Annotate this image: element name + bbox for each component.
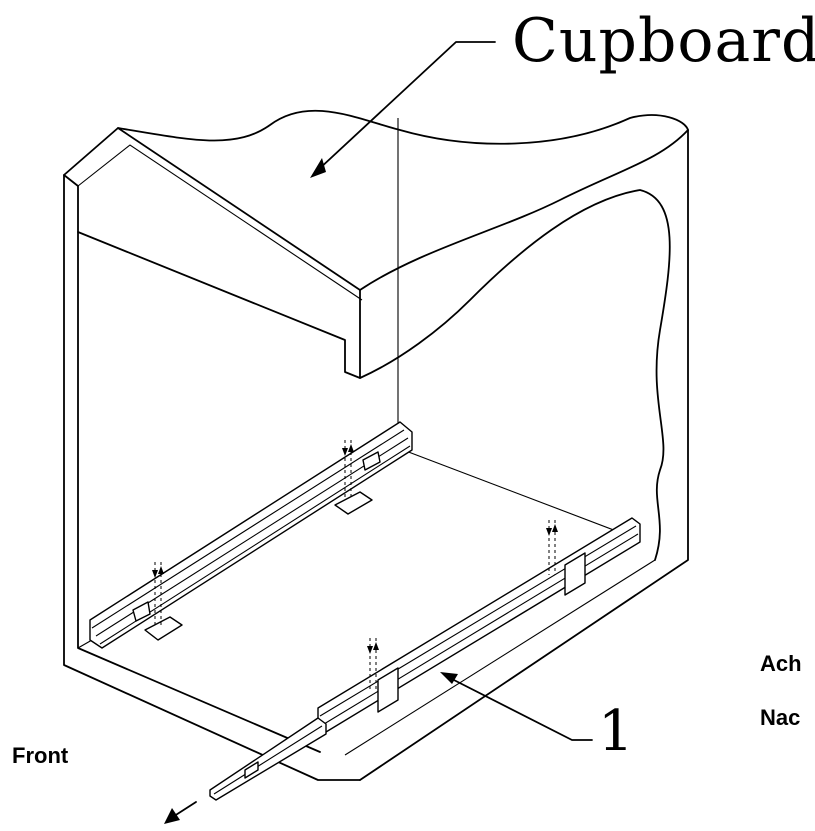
left-rail-body <box>89 421 413 649</box>
screw-arrows-rear-right <box>546 524 558 536</box>
cupboard-floor-back-edge <box>397 447 641 541</box>
cupboard-left-wall-outline <box>63 174 361 781</box>
screw-markers <box>152 440 558 690</box>
cupboard-floor-inner-edge <box>344 559 656 756</box>
cupboard-cutaway-side <box>359 189 671 561</box>
cropped-text-line-1: Ach <box>760 651 802 676</box>
cropped-text-line-2: Nac <box>760 705 801 730</box>
cupboard-top-inner-edge <box>77 144 363 301</box>
front-label: Front <box>12 743 69 768</box>
part-1-leader-arrowhead <box>440 672 458 684</box>
screw-arrows-front-right <box>367 642 379 654</box>
left-rail-front-bracket <box>144 616 183 641</box>
right-slide-rail <box>209 517 641 801</box>
left-rail-front-clip <box>132 601 151 622</box>
cupboard-right-wall <box>359 129 689 781</box>
cupboard-top-right-edge <box>359 129 689 291</box>
left-rail-clip <box>362 451 381 471</box>
cupboard-leader-line <box>317 41 496 171</box>
part-number-label: 1 <box>598 699 634 764</box>
front-arrow-head <box>164 808 180 824</box>
cupboard-top-panel <box>63 127 361 379</box>
left-rail-groove-3 <box>99 445 411 645</box>
right-rail-extension-groove <box>213 725 323 795</box>
right-rail-front-bracket <box>377 667 399 713</box>
cupboard-cutaway-top <box>117 109 689 145</box>
left-slide-rail <box>89 421 413 649</box>
right-rail-extension <box>209 717 327 801</box>
left-rail-groove-1 <box>91 429 405 629</box>
screw-arrows-rear-left <box>342 444 354 456</box>
cupboard-label: Cupboard <box>512 6 815 76</box>
cupboard-inner-left-edge <box>77 231 321 753</box>
part-1-leader-line <box>449 677 593 741</box>
cupboard-body <box>63 109 689 781</box>
right-rail-groove-2 <box>323 533 639 725</box>
screw-arrows-front-left <box>152 566 164 578</box>
cupboard-floor-corner <box>77 639 93 649</box>
right-rail-groove-1 <box>319 525 637 717</box>
right-rail-rear-bracket <box>564 552 586 596</box>
right-rail-clip <box>244 761 259 779</box>
cupboard-leader-arrowhead <box>310 158 326 178</box>
left-rail-rear-bracket <box>334 491 373 515</box>
arrow-down-left-icon <box>164 801 197 824</box>
